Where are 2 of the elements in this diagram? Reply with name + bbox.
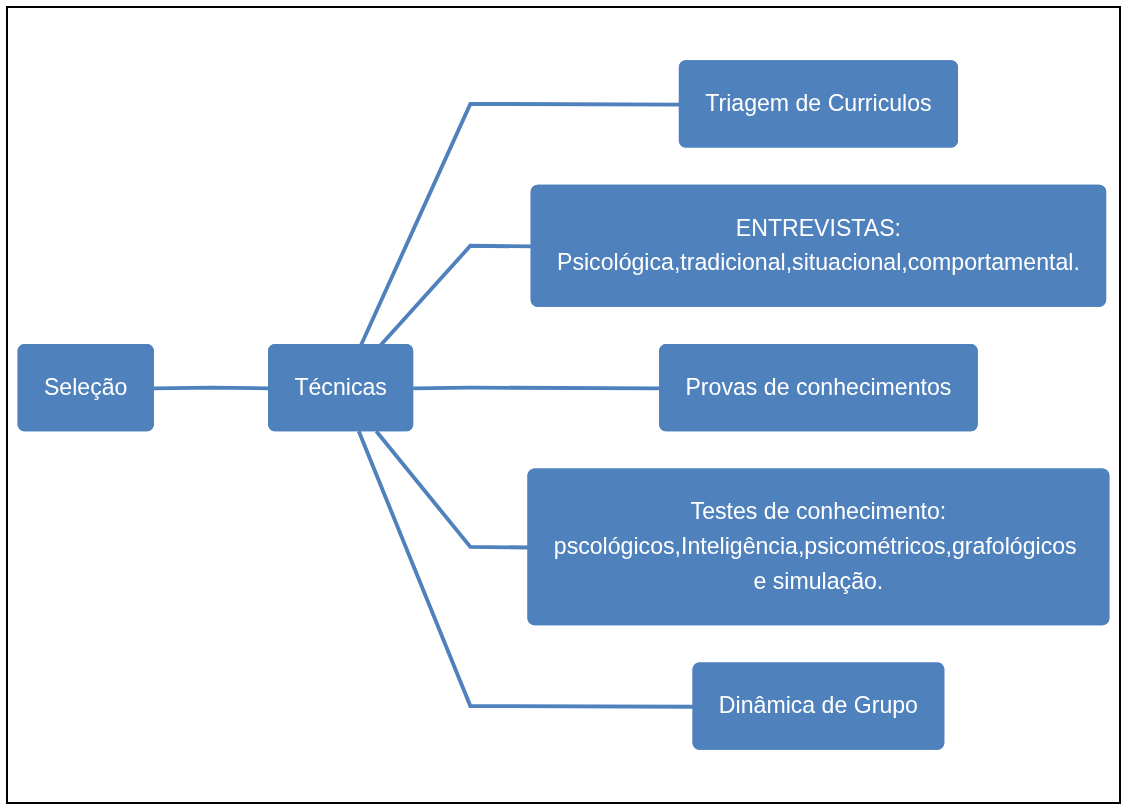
connector [357, 430, 694, 709]
connector [374, 430, 529, 550]
